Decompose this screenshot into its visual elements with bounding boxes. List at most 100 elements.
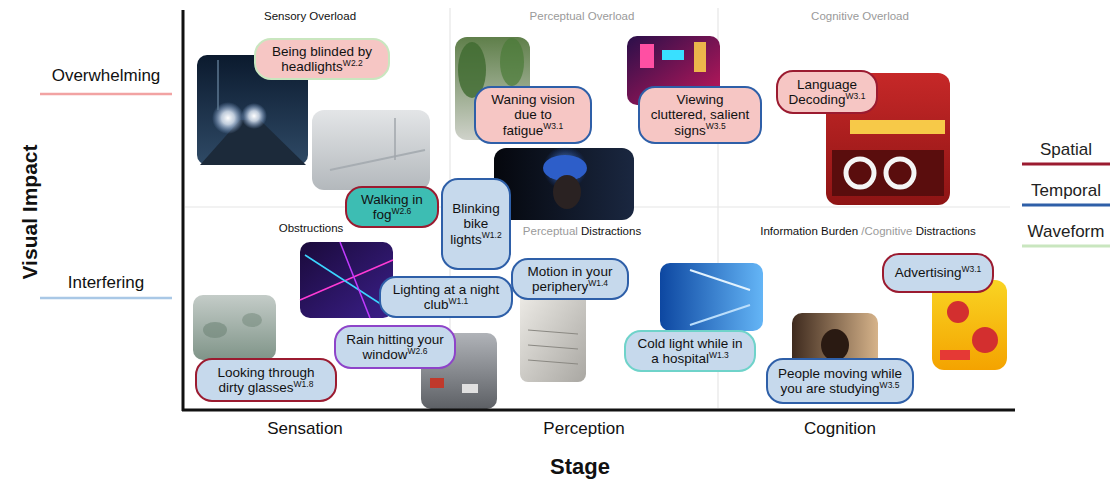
legend-line [1022, 204, 1110, 207]
print-line [528, 360, 578, 364]
headlight [241, 103, 267, 129]
photo-ground [932, 280, 1007, 370]
source-reference: W3.1 [961, 264, 981, 274]
legend-sample [1020, 242, 1112, 250]
rail [330, 150, 425, 170]
scenario-pill: People moving while you are studyingW3.5 [766, 358, 914, 404]
print-line [528, 345, 578, 349]
person [821, 329, 849, 361]
stage-label: Sensation [267, 419, 343, 439]
photo-dirty-glasses [193, 295, 276, 360]
source-reference: W3.5 [880, 380, 900, 390]
photo-ground [494, 148, 634, 220]
level-label: Interfering [68, 273, 145, 293]
source-reference: W1.3 [709, 350, 729, 360]
legend-line [1022, 245, 1110, 248]
laser [340, 242, 370, 318]
scenario-text: Lighting at a night club [393, 282, 500, 312]
scenario-pill: Walking in fogW2.6 [345, 186, 439, 228]
photo-ground [660, 263, 763, 331]
car [462, 384, 478, 393]
photo-cyclist [494, 146, 634, 220]
axis-title: Visual Impact [18, 144, 42, 279]
photo-newspaper [520, 288, 586, 382]
laser [305, 255, 390, 310]
scenario-pill: Lighting at a night clubW1.1 [379, 276, 513, 318]
legend-text: Spatial [1020, 140, 1112, 160]
smudge [242, 313, 262, 327]
pill-text: Cold light while in a hospitalW1.3 [633, 336, 747, 366]
photo-ground [193, 295, 276, 360]
legend-text: Waveform [1020, 222, 1112, 242]
scenario-pill: Rain hitting your windowW2.6 [334, 325, 456, 369]
axis-title: Stage [550, 454, 610, 480]
source-reference: W3.5 [706, 121, 726, 131]
sign [846, 159, 874, 187]
pill-text: Looking through dirty glassesW1.8 [204, 365, 328, 395]
scenario-pill: AdvertisingW3.1 [882, 253, 994, 293]
pill-text: Lighting at a night clubW1.1 [388, 282, 504, 312]
sign [694, 42, 706, 72]
face [553, 175, 581, 209]
sign [886, 159, 914, 187]
price-tag [972, 327, 998, 353]
pill-text: Being blinded by headlightsW2.2 [263, 44, 381, 74]
quadrant-label-group: Obstructions [279, 222, 344, 234]
source-reference: W1.4 [588, 278, 608, 288]
scenario-text: Advertising [895, 265, 962, 280]
stage-label: Cognition [804, 419, 876, 439]
legend-line [1022, 163, 1110, 166]
quadrant-label: Information Burden [760, 225, 858, 237]
x-axis [182, 409, 1015, 412]
car [430, 378, 444, 388]
scenario-pill: Viewing cluttered, salient signsW3.5 [638, 86, 762, 143]
pole [394, 118, 396, 160]
legend-sample [1020, 160, 1112, 168]
quadrant-label: Perceptual Overload [530, 10, 635, 22]
pill-text: Blinking bike lightsW1.2 [450, 201, 502, 246]
scenario-pill: Motion in your peripheryW1.4 [511, 258, 629, 300]
corridor-light [690, 270, 750, 290]
quadrant-label: Distractions [916, 225, 976, 237]
quadrant-label: Distractions [581, 225, 641, 237]
pole [217, 60, 219, 110]
sign [850, 120, 945, 134]
sign [640, 44, 654, 68]
source-reference: W3.1 [543, 121, 563, 131]
stage-label-group: Perception [543, 419, 624, 439]
print-line [528, 330, 578, 334]
legend-sample [1020, 201, 1112, 209]
legend-entry: Temporal [1020, 181, 1112, 209]
quadrant-label-group: Cognitive Overload [811, 10, 909, 22]
quadrant-label: Obstructions [279, 222, 344, 234]
level-label-group: Overwhelming [52, 66, 161, 86]
scenario-pill: Looking through dirty glassesW1.8 [195, 358, 337, 402]
source-reference: W1.2 [482, 230, 502, 240]
source-reference: W3.1 [846, 91, 866, 101]
level-underline [40, 93, 172, 96]
pill-text: Waning vision due to fatigueW3.1 [483, 92, 583, 137]
pill-text: Walking in fogW2.6 [354, 192, 430, 222]
quadrant-label-group: PerceptualDistractions [523, 225, 641, 237]
pill-text: Rain hitting your windowW2.6 [343, 332, 447, 362]
scenario-pill: Being blinded by headlightsW2.2 [254, 38, 390, 80]
stage-label-group: Sensation [267, 419, 343, 439]
headlight [212, 102, 244, 134]
stage-label-group: Cognition [804, 419, 876, 439]
corridor-edge [690, 305, 750, 325]
photo-hospital [660, 263, 763, 331]
y-axis [182, 10, 185, 411]
pill-text: Viewing cluttered, salient signsW3.5 [647, 92, 753, 137]
price-tag [940, 350, 970, 360]
legend-text: Temporal [1020, 181, 1112, 201]
photo-ground [520, 288, 586, 382]
pill-text: People moving while you are studyingW3.5 [775, 366, 905, 396]
scenario-text: Rain hitting your window [346, 332, 444, 362]
quadrant-label: Perceptual [523, 225, 578, 237]
scenario-pill: Blinking bike lightsW1.2 [441, 178, 511, 270]
pill-text: Motion in your peripheryW1.4 [520, 264, 620, 294]
source-reference: W2.2 [343, 58, 363, 68]
level-label-group: Interfering [68, 273, 145, 293]
